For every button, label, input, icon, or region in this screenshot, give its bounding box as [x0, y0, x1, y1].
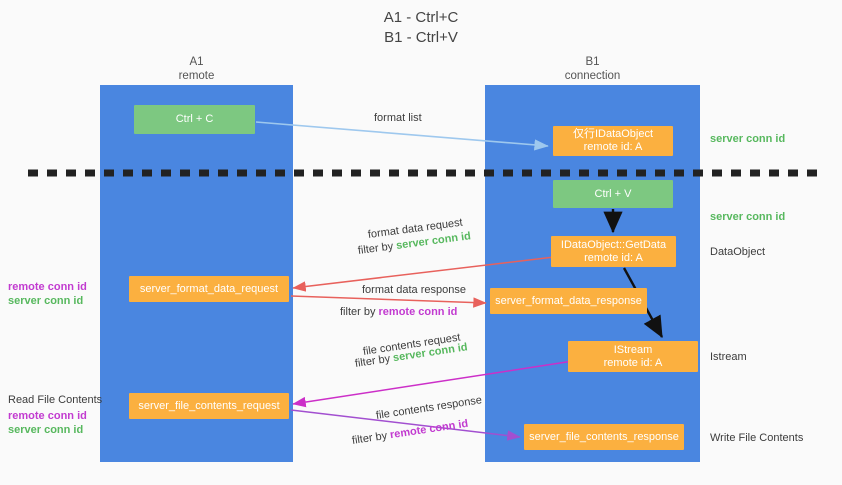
node-idataobject-getdata[interactable]: IDataObject::GetData remote id: A [551, 236, 676, 267]
node-istream-line1: IStream [613, 343, 653, 356]
arrow-format-data-response [290, 295, 487, 308]
node-ctrl-v-line1: Ctrl + V [594, 187, 632, 200]
filter-by-text-4: filter by [351, 429, 391, 447]
edge-label-file-contents-response-filter: filter by remote conn id [351, 417, 469, 448]
column-header-a1-line1: A1 [189, 56, 204, 68]
label-server-conn-id-top: server conn id [710, 133, 786, 145]
remote-conn-id-text: remote conn id [378, 306, 458, 318]
page-title: A1 - Ctrl+C B1 - Ctrl+V [0, 8, 842, 48]
node-idataobject-getdata-line1: IDataObject::GetData [560, 238, 667, 251]
node-istream-line2: remote id: A [603, 356, 663, 369]
filter-by-text: filter by [357, 240, 397, 257]
label-remote-conn-id-1: remote conn id [8, 281, 87, 293]
node-server-format-data-request-label: server_format_data_request [139, 282, 279, 295]
node-server-format-data-request[interactable]: server_format_data_request [129, 276, 289, 302]
label-dataobject: DataObject [710, 246, 766, 258]
title-line-2: B1 - Ctrl+V [384, 29, 458, 46]
filter-by-text-2: filter by [340, 306, 379, 318]
node-idataobject-getdata-line2: remote id: A [584, 251, 643, 264]
node-idataobject-line2: remote id: A [583, 141, 643, 153]
label-server-conn-id-2: server conn id [8, 424, 84, 436]
label-read-file-contents: Read File Contents [8, 394, 103, 406]
edge-label-format-list: format list [374, 112, 422, 124]
edge-label-format-data-response-filter: filter by remote conn id [340, 305, 457, 319]
label-server-conn-id-1: server conn id [8, 295, 84, 307]
node-server-format-data-response[interactable]: server_format_data_response [490, 288, 647, 314]
label-write-file-contents: Write File Contents [710, 432, 804, 444]
node-istream[interactable]: IStream remote id: A [568, 341, 698, 372]
remote-conn-id-text-2: remote conn id [389, 417, 469, 442]
label-remote-conn-id-2: remote conn id [8, 410, 87, 422]
edge-label-format-data-response: format data response [362, 284, 466, 296]
label-server-conn-id-mid: server conn id [710, 211, 786, 223]
column-header-b1-line2: connection [564, 70, 621, 82]
node-server-file-contents-request-label: server_file_contents_request [138, 399, 280, 412]
node-ctrl-v[interactable]: Ctrl + V [553, 180, 673, 208]
column-header-b1-line1: B1 [585, 56, 600, 68]
node-server-format-data-response-label: server_format_data_response [495, 294, 642, 307]
filter-by-text-3: filter by [354, 352, 394, 370]
node-server-file-contents-request[interactable]: server_file_contents_request [129, 393, 289, 419]
title-line-1: A1 - Ctrl+C [383, 9, 459, 26]
node-ctrl-c-line1: Ctrl + C [175, 113, 214, 125]
column-header-a1: A1 remote [100, 55, 293, 83]
node-server-file-contents-response-label: server_file_contents_response [529, 430, 679, 443]
column-header-a1-line2: remote [178, 70, 215, 82]
label-istream: Istream [710, 351, 747, 363]
column-header-b1: B1 connection [485, 55, 700, 83]
node-server-file-contents-response[interactable]: server_file_contents_response [524, 424, 684, 450]
node-ctrl-c[interactable]: Ctrl + C [134, 105, 255, 134]
node-idataobject-line1: 仅行IDataObject [572, 128, 654, 140]
node-idataobject[interactable]: 仅行IDataObject remote id: A [553, 126, 673, 156]
